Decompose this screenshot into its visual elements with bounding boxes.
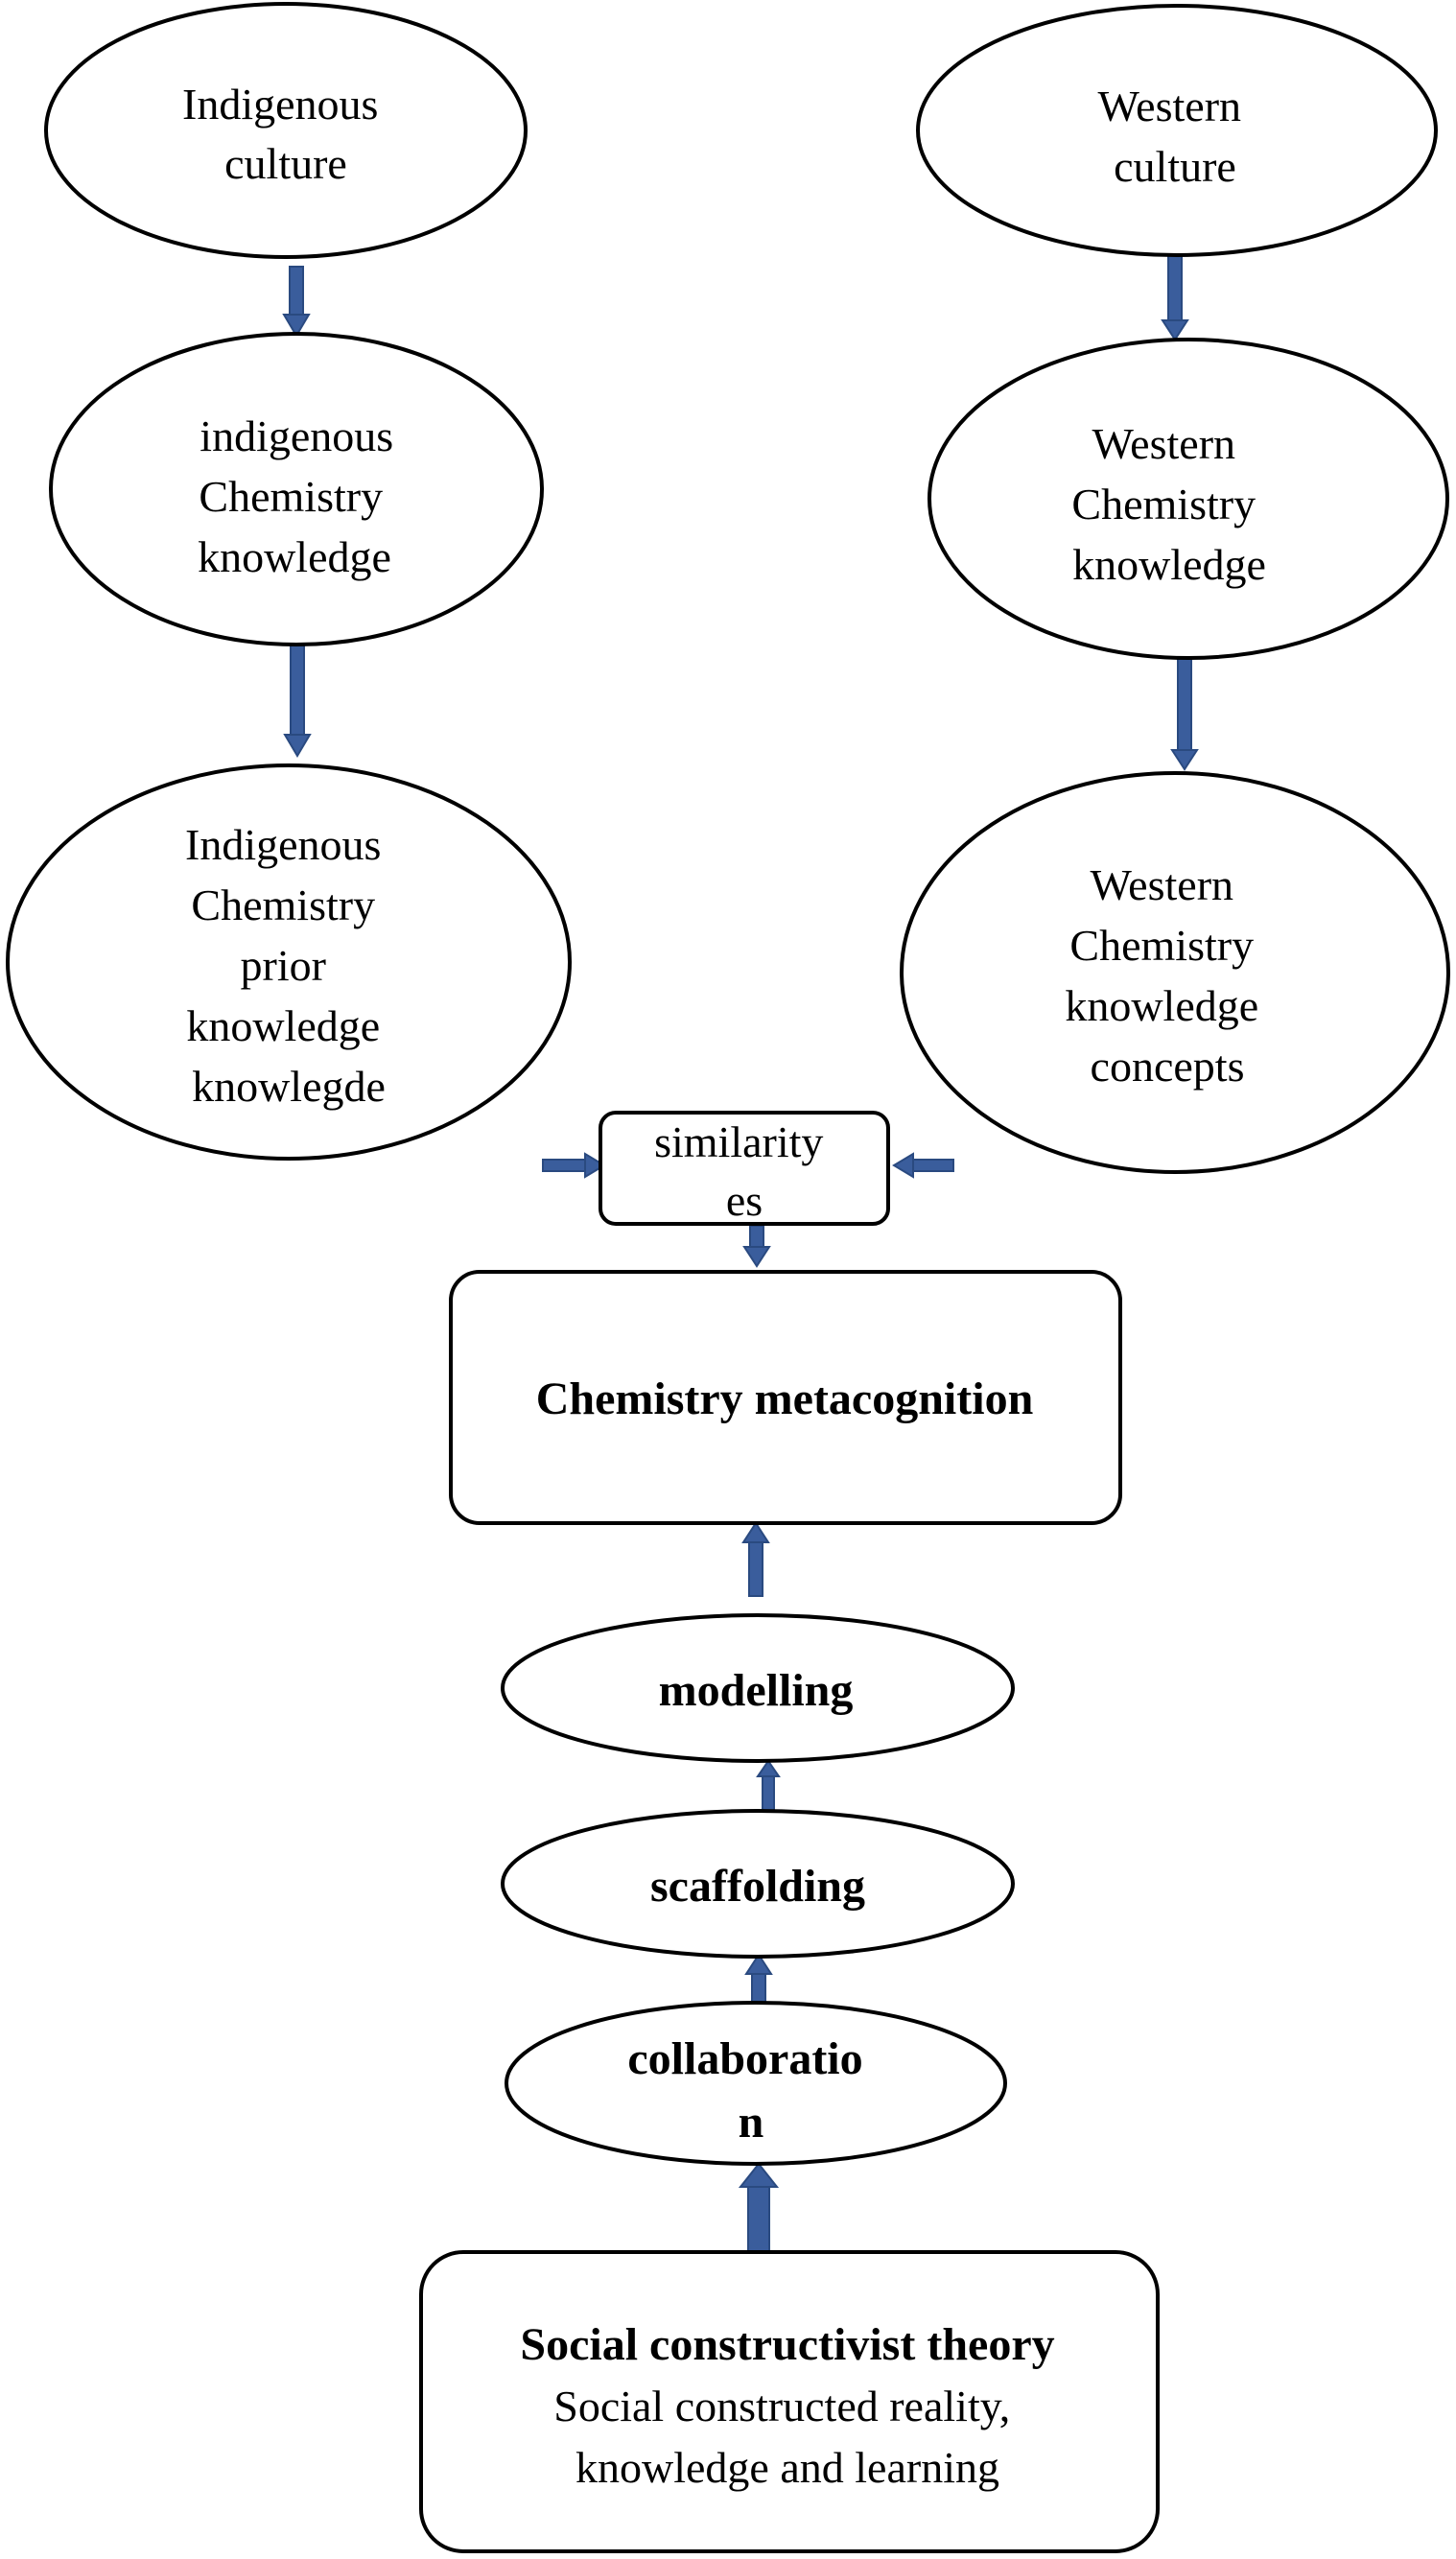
label-modelling: modelling bbox=[659, 1665, 854, 1716]
node-modelling bbox=[501, 1613, 1015, 1763]
label-indigenous-culture: Indigenous culture bbox=[182, 80, 389, 188]
label-scaffolding: scaffolding bbox=[650, 1861, 865, 1912]
node-western-culture bbox=[916, 4, 1438, 257]
arrow-similarities-to-metacognition bbox=[742, 1225, 771, 1268]
label-theory-title: Social constructivist theory bbox=[520, 2319, 1054, 2370]
label-similarities: similarity es bbox=[654, 1117, 834, 1225]
label-western-culture: Western culture bbox=[1097, 82, 1252, 191]
label-indigenous-prior-knowledge: Indigenous Chemistry prior knowledge kno… bbox=[185, 820, 392, 1111]
node-indigenous-culture bbox=[44, 2, 528, 259]
arrow-indigenous-knowledge-to-prior bbox=[283, 644, 312, 758]
node-social-constructivist-theory bbox=[419, 2250, 1160, 2553]
label-western-knowledge: Western Chemistry knowledge bbox=[1071, 419, 1266, 589]
arrow-indigenous-to-similarities bbox=[542, 1152, 606, 1179]
node-chemistry-metacognition bbox=[449, 1270, 1122, 1525]
arrow-theory-to-collaboration bbox=[738, 2162, 780, 2253]
label-western-concepts: Western Chemistry knowledge concepts bbox=[1065, 860, 1269, 1091]
arrow-western-culture-to-knowledge bbox=[1161, 254, 1189, 341]
label-theory-description: Social constructed reality, knowledge an… bbox=[553, 2382, 1022, 2492]
arrow-western-knowledge-to-concepts bbox=[1170, 657, 1199, 771]
node-indigenous-prior-knowledge bbox=[6, 763, 572, 1161]
node-indigenous-knowledge bbox=[49, 332, 544, 646]
node-scaffolding bbox=[501, 1809, 1015, 1959]
node-collaboration bbox=[505, 2001, 1007, 2166]
arrow-scaffolding-to-modelling bbox=[756, 1759, 781, 1816]
arrow-western-to-similarities bbox=[892, 1152, 954, 1179]
node-western-concepts bbox=[900, 771, 1450, 1174]
node-similarities bbox=[599, 1111, 890, 1226]
arrow-indigenous-culture-to-knowledge bbox=[282, 266, 311, 338]
label-chemistry-metacognition: Chemistry metacognition bbox=[536, 1373, 1034, 1424]
arrow-modelling-to-metacognition bbox=[741, 1521, 770, 1597]
node-western-knowledge bbox=[928, 338, 1449, 660]
label-collaboration: collaboratio n bbox=[627, 2033, 874, 2148]
label-indigenous-knowledge: indigenous Chemistry knowledge bbox=[198, 411, 405, 581]
